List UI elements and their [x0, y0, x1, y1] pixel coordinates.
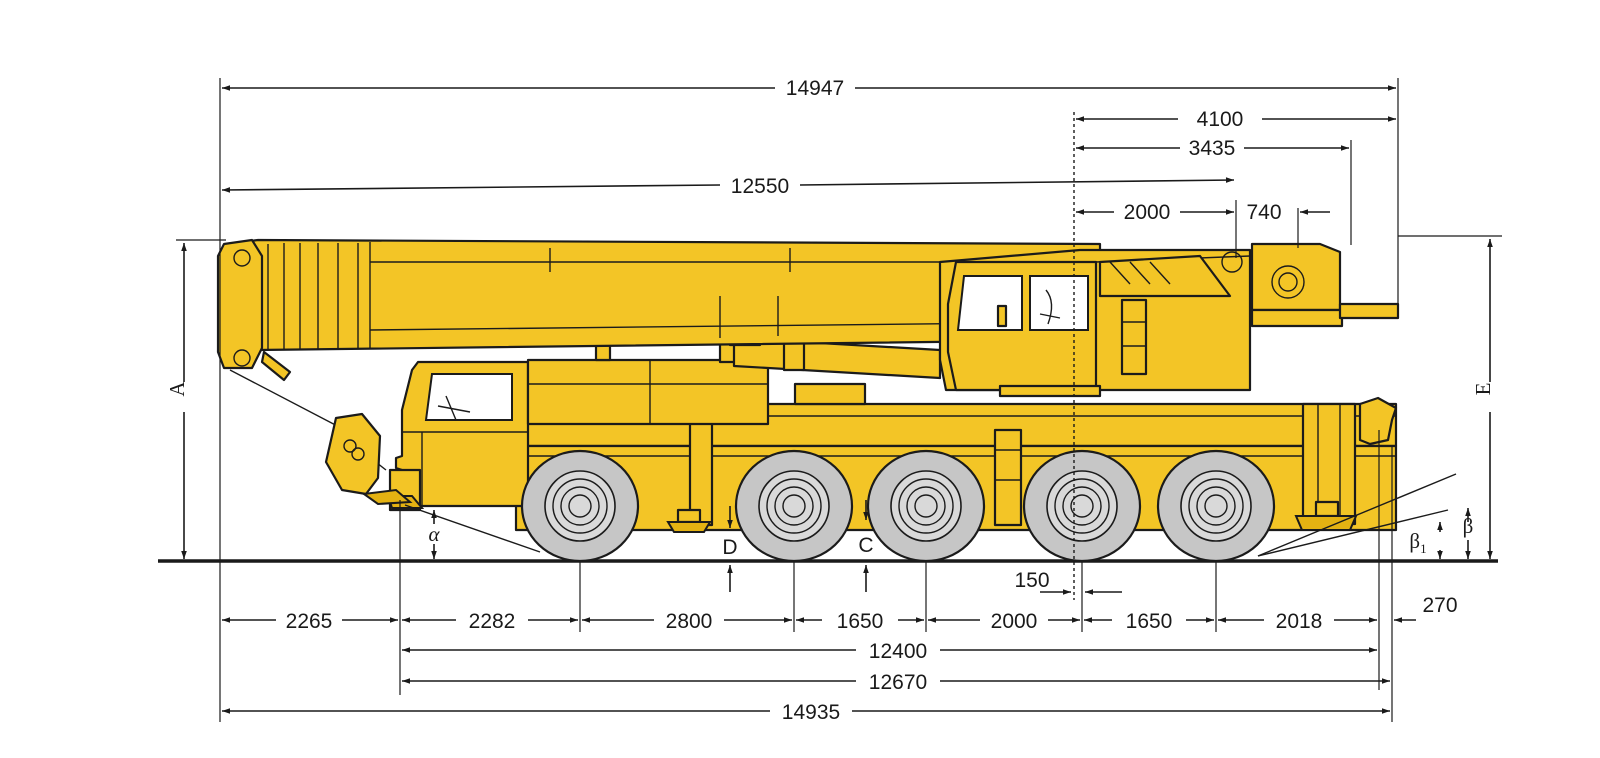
height-a-label: A	[165, 381, 189, 397]
wheel-4	[1022, 449, 1142, 563]
wheel-3	[866, 449, 986, 563]
dim-front-overhang: 2265	[286, 610, 333, 633]
dim-rear-3435: 3435	[1189, 137, 1236, 160]
dim-chassis-12670: 12670	[869, 671, 927, 694]
angle-alpha-label: α	[428, 522, 440, 546]
superstructure	[938, 242, 1400, 398]
crane-illustration	[158, 238, 1498, 563]
dim-rear-270: 270	[1422, 594, 1457, 617]
hook-block	[229, 369, 413, 506]
dim-pivot-740: 740	[1246, 201, 1281, 224]
dimension-labels: 14947 4100 3435 12550 2000 740 A E α D C…	[165, 77, 1495, 724]
dim-axle-2282: 2282	[469, 610, 516, 633]
wheels	[520, 449, 1276, 563]
dim-boom-12550: 12550	[731, 175, 789, 198]
wheel-5	[1156, 449, 1276, 563]
dim-axle-1650-b: 1650	[1126, 610, 1173, 633]
dim-rear-4100: 4100	[1197, 108, 1244, 131]
rear-bumper	[1358, 396, 1398, 446]
dim-axle-1650-a: 1650	[837, 610, 884, 633]
wheel-2	[734, 449, 854, 563]
dim-overall-length-top: 14947	[786, 77, 844, 100]
dim-overall-length-bottom: 14935	[782, 701, 840, 724]
dim-axle-2800: 2800	[666, 610, 713, 633]
wheel-1	[520, 449, 640, 563]
driver-cab	[386, 360, 530, 512]
angle-beta-label: β	[1463, 514, 1474, 538]
dim-chassis-12400: 12400	[869, 640, 927, 663]
angle-beta1-label: β1	[1409, 529, 1426, 556]
clearance-d-label: D	[722, 536, 737, 559]
dim-axle-2000: 2000	[991, 610, 1038, 633]
outrigger-pads	[666, 500, 1358, 533]
height-e-label: E	[1471, 383, 1495, 396]
dimension-lines	[176, 78, 1502, 722]
clearance-c-label: C	[858, 534, 873, 557]
dim-pivot-2000: 2000	[1124, 201, 1171, 224]
dim-offset-150: 150	[1014, 569, 1049, 592]
dim-axle-2018: 2018	[1276, 610, 1323, 633]
